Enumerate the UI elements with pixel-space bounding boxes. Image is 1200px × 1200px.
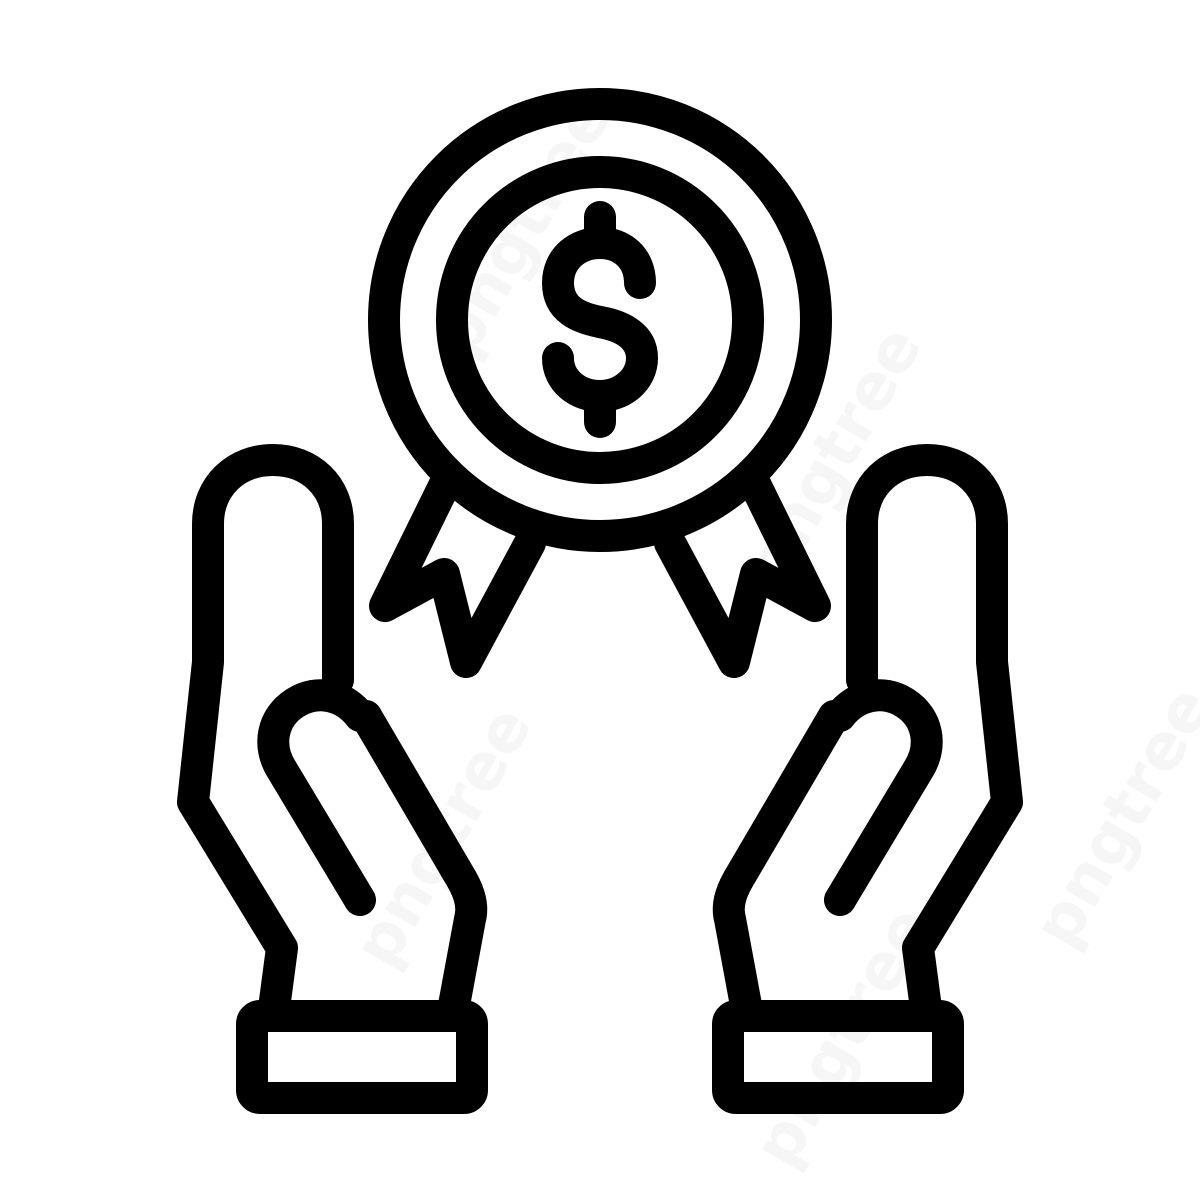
- medal-outer-ring: [368, 88, 832, 552]
- right-hand-outline: [712, 444, 1023, 1032]
- left-ribbon: [369, 462, 546, 678]
- right-ribbon: [654, 462, 831, 678]
- left-hand-icon: [177, 444, 488, 1114]
- medal-icon: [368, 88, 832, 678]
- left-hand-outline: [177, 444, 488, 1032]
- dollar-sign-icon: [542, 201, 658, 438]
- right-thumb: [824, 679, 943, 916]
- left-cuff: [236, 1000, 488, 1114]
- medal-inner-ring: [436, 156, 764, 484]
- right-cuff: [712, 1000, 964, 1114]
- left-thumb: [257, 679, 376, 916]
- right-hand-icon: [712, 444, 1023, 1114]
